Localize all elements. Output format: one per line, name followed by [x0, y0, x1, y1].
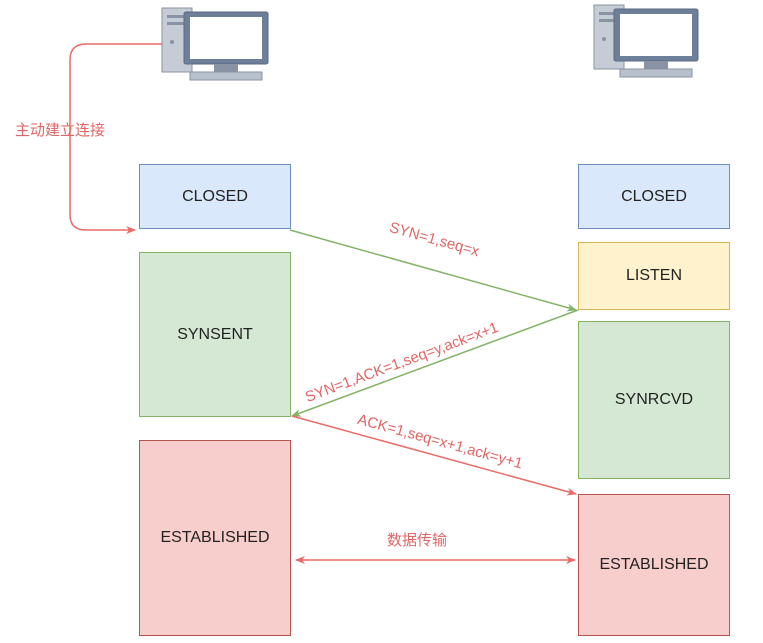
- initiate-connection-arrow: [69, 43, 162, 234]
- client-closed-label: CLOSED: [182, 187, 248, 205]
- client-synsent-state: SYNSENT: [139, 252, 291, 417]
- syn-arrow: [289, 229, 577, 312]
- server-synrcvd-label: SYNRCVD: [614, 391, 694, 408]
- client-established-label: ESTABLISHED: [160, 529, 270, 546]
- server-closed-label: CLOSED: [621, 187, 687, 205]
- client-established-state: ESTABLISHED: [139, 440, 291, 636]
- client-computer-icon: [161, 7, 269, 81]
- server-established-state: ESTABLISHED: [578, 494, 730, 636]
- data-transfer-label: 数据传输: [387, 532, 448, 549]
- server-listen-label: LISTEN: [625, 267, 682, 284]
- server-closed-state: CLOSED: [578, 164, 730, 229]
- server-synrcvd-state: SYNRCVD: [578, 321, 730, 479]
- syn-ack-arrow: [291, 309, 579, 417]
- server-computer-icon: [593, 4, 699, 78]
- client-synsent-label: SYNSENT: [177, 325, 253, 343]
- ack-arrow: [291, 415, 577, 496]
- server-established-label: ESTABLISHED: [599, 556, 709, 573]
- initiate-connection-label: 主动建立连接: [15, 122, 106, 139]
- client-closed-state: CLOSED: [139, 164, 291, 229]
- server-listen-state: LISTEN: [578, 242, 730, 310]
